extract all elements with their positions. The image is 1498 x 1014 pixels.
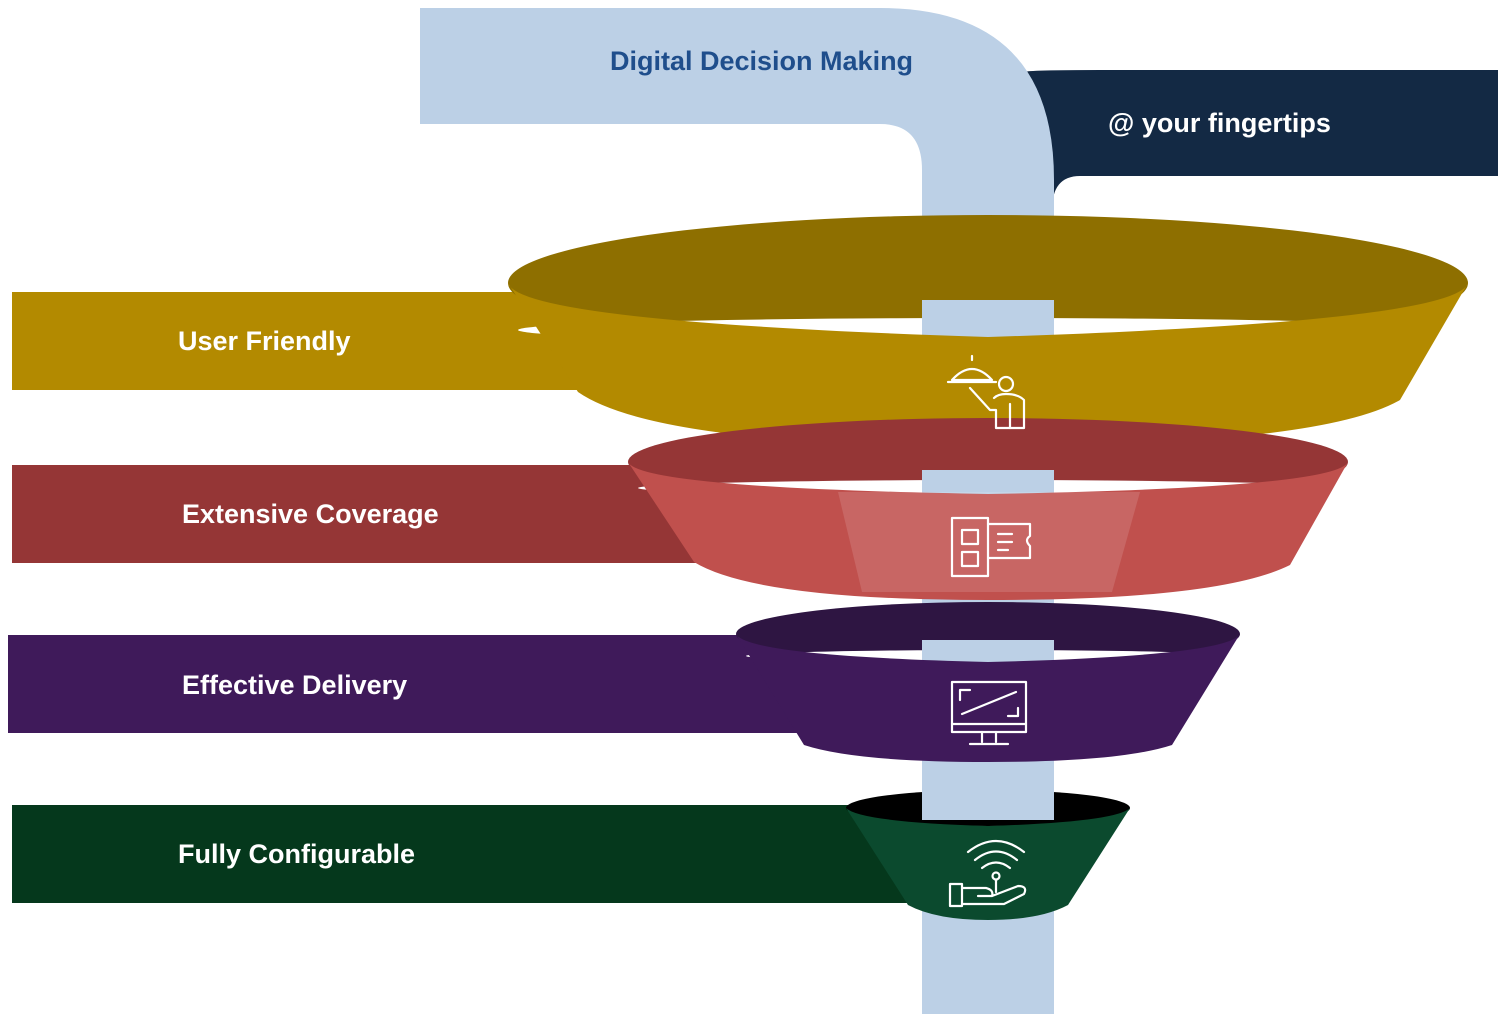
ticket-booth-icon [950,516,1032,578]
diagram-subtitle: @ your fingertips [1108,108,1331,138]
label-fully-configurable: Fully Configurable [178,839,416,869]
monitor-icon [950,680,1028,746]
funnel-body-user-friendly [508,283,1468,446]
level-user-friendly [12,215,1468,446]
subtitle-band [1022,70,1498,210]
rim-user-friendly [508,215,1468,351]
rim-effective-delivery [736,602,1240,666]
band-fully-configurable [12,805,912,903]
hand-wireless-icon [948,840,1027,908]
band-extensive-coverage [12,465,712,563]
label-effective-delivery: Effective Delivery [182,670,408,700]
level-effective-delivery [8,600,1240,762]
funnel-body-effective-delivery [736,634,1240,762]
level-extensive-coverage [12,418,1348,600]
waiter-serving-icon [946,354,1026,430]
band-effective-delivery [8,635,798,733]
diagram-title: Digital Decision Making [610,46,914,76]
label-extensive-coverage: Extensive Coverage [182,499,439,529]
level-fully-configurable [12,762,1130,920]
label-user-friendly: User Friendly [178,326,351,356]
